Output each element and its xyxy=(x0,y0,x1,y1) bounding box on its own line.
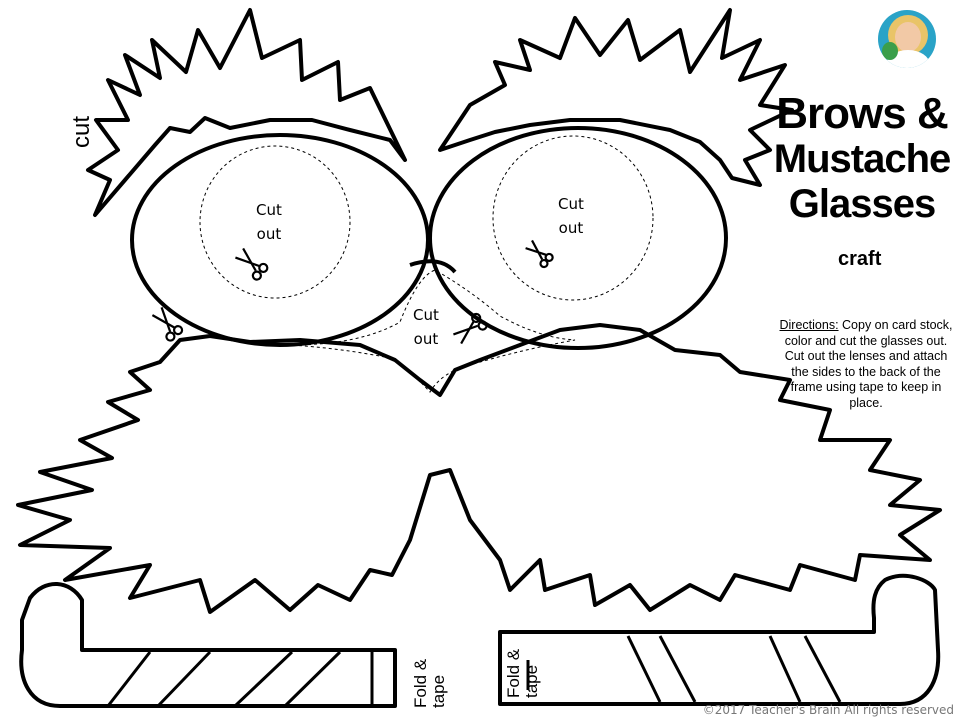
tape-word: tape xyxy=(429,674,448,708)
fold-word: Fold & xyxy=(504,648,523,698)
fold-word: Fold & xyxy=(411,658,430,708)
cut-label: cut xyxy=(68,115,96,149)
title-line-3: Glasses xyxy=(788,182,936,226)
nose-cut-line xyxy=(289,269,576,393)
title-line-2: Mustache xyxy=(773,137,952,181)
directions-text: Directions: Copy on card stock, color an… xyxy=(778,318,954,411)
page-title: Brows & Mustache Glasses xyxy=(768,89,956,227)
right-eyebrow xyxy=(438,8,794,187)
directions-body: Copy on card stock, color and cut the gl… xyxy=(784,318,953,410)
right-lens-cut-out-label: Cut out xyxy=(558,192,584,240)
scissors-icon-group xyxy=(151,239,554,345)
out-word: out xyxy=(413,330,439,348)
left-fold-tape-label: Fold & tape xyxy=(411,658,448,708)
right-lens-frame xyxy=(428,126,728,350)
copyright-notice: ©2017 Teacher's Brain All rights reserve… xyxy=(702,703,954,717)
directions-label: Directions: xyxy=(779,318,839,332)
out-word: out xyxy=(256,225,282,243)
bridge xyxy=(409,259,457,274)
left-lens-frame xyxy=(130,133,430,347)
nose-cut-out-label: Cut out xyxy=(413,303,439,351)
cut-word: Cut xyxy=(256,201,282,219)
right-temple-arm xyxy=(498,573,941,706)
right-fold-tape-label: Fold & tape xyxy=(504,648,541,698)
cut-word: Cut xyxy=(558,195,584,213)
cut-word: Cut xyxy=(413,306,439,324)
out-word: out xyxy=(558,219,584,237)
subtitle: craft xyxy=(838,248,882,270)
left-eyebrow xyxy=(86,8,407,217)
left-lens-cut-out-label: Cut out xyxy=(256,198,282,246)
left-temple-arm xyxy=(19,582,397,708)
tape-word: tape xyxy=(522,664,541,698)
author-avatar xyxy=(878,10,936,68)
left-lens-cut-line xyxy=(199,145,351,299)
title-line-1: Brows & xyxy=(776,89,948,138)
mustache xyxy=(16,323,942,614)
right-lens-cut-line xyxy=(492,135,654,301)
